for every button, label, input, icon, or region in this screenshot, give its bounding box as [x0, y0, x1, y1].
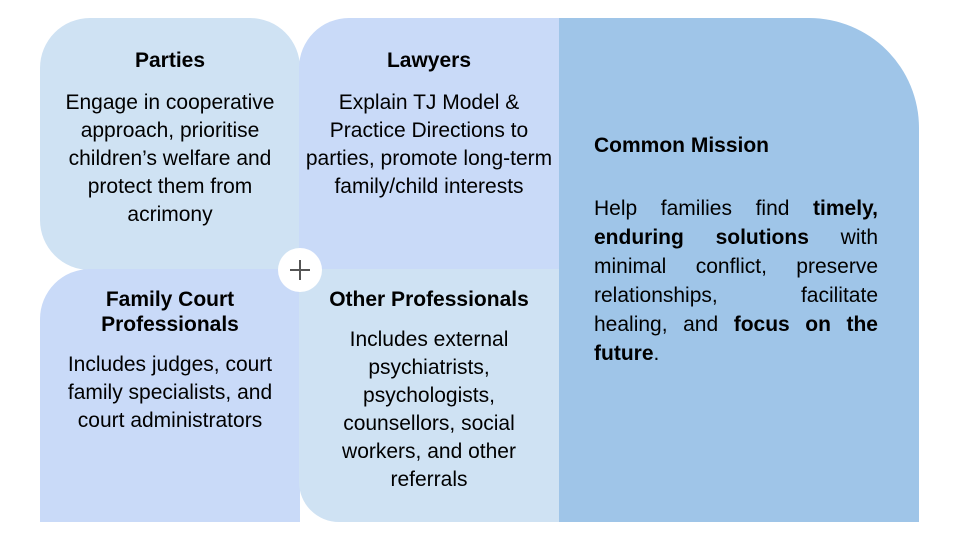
parties-description: Engage in cooperative approach, prioriti…: [65, 91, 275, 226]
mission-emphasis-1: timely, enduring solutions: [594, 197, 878, 249]
plus-icon: [278, 248, 322, 292]
parties-box: Parties Engage in cooperative approach, …: [40, 18, 300, 270]
mission-description: Help families find timely, enduring solu…: [594, 194, 878, 368]
common-mission: Common Mission Help families find timely…: [594, 133, 878, 368]
family-court-professionals-title: Family Court Professionals: [101, 288, 239, 336]
mission-title: Common Mission: [594, 134, 770, 157]
mission-text-2: with minimal conflict, preserve relation…: [594, 226, 878, 336]
parties-title: Parties: [134, 49, 206, 72]
mission-emphasis-2: focus on the future: [594, 313, 878, 365]
lawyers-box: Lawyers Explain TJ Model & Practice Dire…: [299, 18, 559, 270]
other-professionals-title: Other Professionals: [329, 288, 529, 311]
mission-text-1: Help families find: [594, 197, 814, 220]
other-professionals-description: Includes external psychiatrists, psychol…: [342, 328, 516, 491]
mission-text-3: .: [653, 342, 660, 365]
lawyers-title: Lawyers: [386, 49, 472, 72]
family-court-professionals-description: Includes judges, court family specialist…: [67, 353, 273, 432]
other-professionals-box: Other Professionals Includes external ps…: [299, 269, 559, 522]
family-court-professionals-box: Family Court Professionals Includes judg…: [40, 269, 300, 522]
mission-panel: [558, 18, 919, 522]
lawyers-description: Explain TJ Model & Practice Directions t…: [305, 91, 553, 198]
